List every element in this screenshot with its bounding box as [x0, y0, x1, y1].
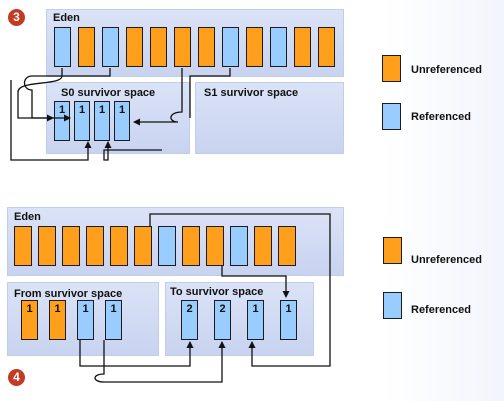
- step3-legend-unreferenced-label: Unreferenced: [411, 64, 482, 76]
- step4-to-cell-2: 2: [214, 300, 231, 340]
- step3-arrow-eden1: [17, 68, 63, 122]
- step3-s1-panel: S1 survivor space: [195, 82, 344, 154]
- step3-s0-cell-1-label: 1: [58, 104, 66, 116]
- step3-arrow-s0-loop-a: [10, 80, 92, 161]
- step4-from-cell-2-label: 1: [54, 303, 61, 315]
- step4-from-cell-3: 1: [77, 300, 94, 340]
- step3-legend-referenced-label: Referenced: [411, 111, 471, 123]
- step4-eden-cell-1: [14, 226, 32, 266]
- step4-to-title: To survivor space: [170, 286, 264, 298]
- step3-s0-cell-4: 1: [114, 101, 130, 141]
- step4-to-cell-4: 1: [280, 300, 297, 340]
- step3-eden-title: Eden: [53, 12, 80, 24]
- step4-to-cell-4-label: 1: [285, 303, 292, 315]
- step3-eden-cell-3: [102, 27, 119, 67]
- step3-eden-cell-1: [54, 27, 71, 67]
- step4-from-cell-2: 1: [49, 300, 66, 340]
- step4-to-cell-3-label: 1: [252, 303, 259, 315]
- step4-legend-referenced-swatch: [383, 292, 402, 319]
- step4-to-cell-3: 1: [247, 300, 264, 340]
- step3-s0-cell-2: 1: [74, 101, 90, 141]
- step3-arrow-eden3: [23, 68, 111, 122]
- step4-eden-cell-11: [254, 226, 272, 266]
- step4-eden-cell-6: [134, 226, 152, 266]
- step4-from-cell-3-label: 1: [82, 303, 89, 315]
- step4-eden-cell-5: [110, 226, 128, 266]
- step3-eden-cell-10: [270, 27, 287, 67]
- step4-eden-cell-9: [206, 226, 224, 266]
- step4-legend-referenced-label: Referenced: [411, 304, 471, 316]
- step-3-badge: 3: [8, 9, 25, 26]
- step4-arrow-edenA: [149, 213, 331, 367]
- step3-legend-unreferenced-swatch: [382, 55, 401, 82]
- step4-to-cell-1: 2: [181, 300, 198, 340]
- step4-eden-cell-10: [230, 226, 248, 266]
- step3-arrow-s0-loop-b: [103, 141, 162, 161]
- step4-from-cell-1: 1: [21, 300, 38, 340]
- step3-eden-cell-6: [174, 27, 191, 67]
- step3-legend-referenced-swatch: [382, 103, 401, 130]
- step3-eden-cell-8: [222, 27, 239, 67]
- step4-eden-cell-4: [86, 226, 104, 266]
- step3-s0-cell-3: 1: [94, 101, 110, 141]
- step4-from-cell-1-label: 1: [26, 303, 33, 315]
- step3-eden-cell-7: [198, 27, 215, 67]
- step4-from-cell-4-label: 1: [110, 303, 117, 315]
- step4-to-cell-1-label: 2: [186, 303, 193, 315]
- step3-arrow-eden10: [189, 68, 231, 118]
- step3-eden-cell-5: [150, 27, 167, 67]
- step3-eden-cell-9: [246, 27, 263, 67]
- background-accent: [384, 0, 504, 401]
- step4-legend-unreferenced-label: Unreferenced: [411, 254, 482, 266]
- step4-from-cell-4: 1: [105, 300, 122, 340]
- step3-s1-title: S1 survivor space: [204, 87, 299, 99]
- step3-eden-cell-12: [318, 27, 335, 67]
- step3-s0-cell-3-label: 1: [98, 104, 106, 116]
- step4-to-cell-2-label: 2: [219, 303, 226, 315]
- step4-from-title: From survivor space: [14, 288, 123, 300]
- step4-eden-cell-7: [158, 226, 176, 266]
- step4-legend-unreferenced-swatch: [383, 237, 402, 264]
- step4-arrow-edenB: [221, 266, 290, 298]
- step3-s0-title: S0 survivor space: [61, 87, 156, 99]
- step4-arrow-fromB: [94, 340, 226, 383]
- step4-eden-cell-12: [278, 226, 296, 266]
- step3-eden-cell-4: [126, 27, 143, 67]
- step-4-badge: 4: [8, 369, 25, 386]
- step4-eden-title: Eden: [14, 211, 41, 223]
- step3-s0-cell-4-label: 1: [118, 104, 126, 116]
- step3-eden-cell-2: [78, 27, 95, 67]
- step3-eden-cell-11: [294, 27, 311, 67]
- step3-s0-cell-2-label: 1: [78, 104, 86, 116]
- step4-eden-cell-3: [62, 226, 80, 266]
- step3-arrow-eden8: [133, 68, 183, 126]
- step4-eden-cell-2: [38, 226, 56, 266]
- step4-arrow-fromA: [79, 340, 194, 367]
- step4-eden-cell-8: [182, 226, 200, 266]
